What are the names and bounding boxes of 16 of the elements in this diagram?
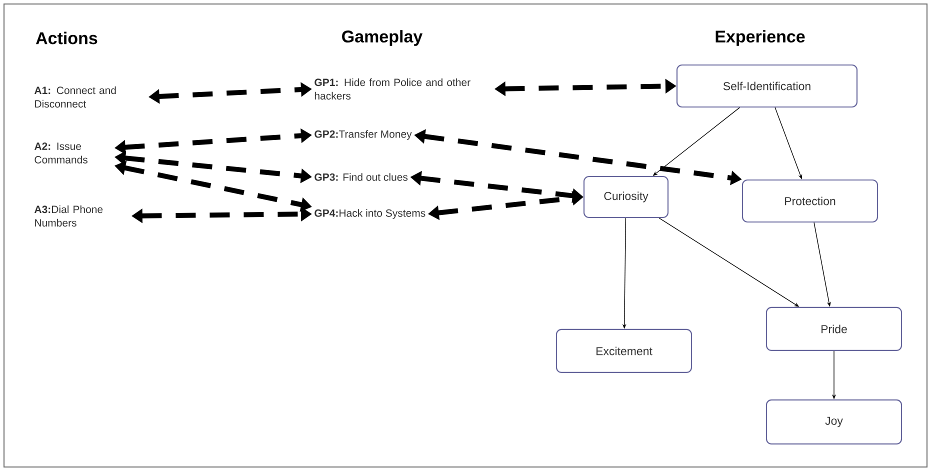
item-text: GP2:Transfer Money [314,130,412,140]
item-text: GP1: Hide from Police and other hackers [314,78,470,100]
emotion-box: Self-Identification [676,64,858,108]
item-text: A1: Connect and Disconnect [34,86,116,108]
item-text: A2: Issue Commands [34,142,88,164]
emotion-box: Joy [766,399,902,445]
emotion-box: Protection [742,179,878,223]
column-heading: Experience [716,30,805,46]
item-text: GP4:Hack into Systems [314,209,426,219]
item-text: A3:Dial Phone Numbers [34,205,103,227]
emotion-box: Excitement [556,328,692,374]
column-heading: Actions [36,32,98,44]
emotion-box: Pride [766,306,902,352]
item-text: GP3: Find out clues [314,173,408,181]
column-heading: Gameplay [342,30,423,46]
emotion-box: Curiosity [583,176,669,218]
